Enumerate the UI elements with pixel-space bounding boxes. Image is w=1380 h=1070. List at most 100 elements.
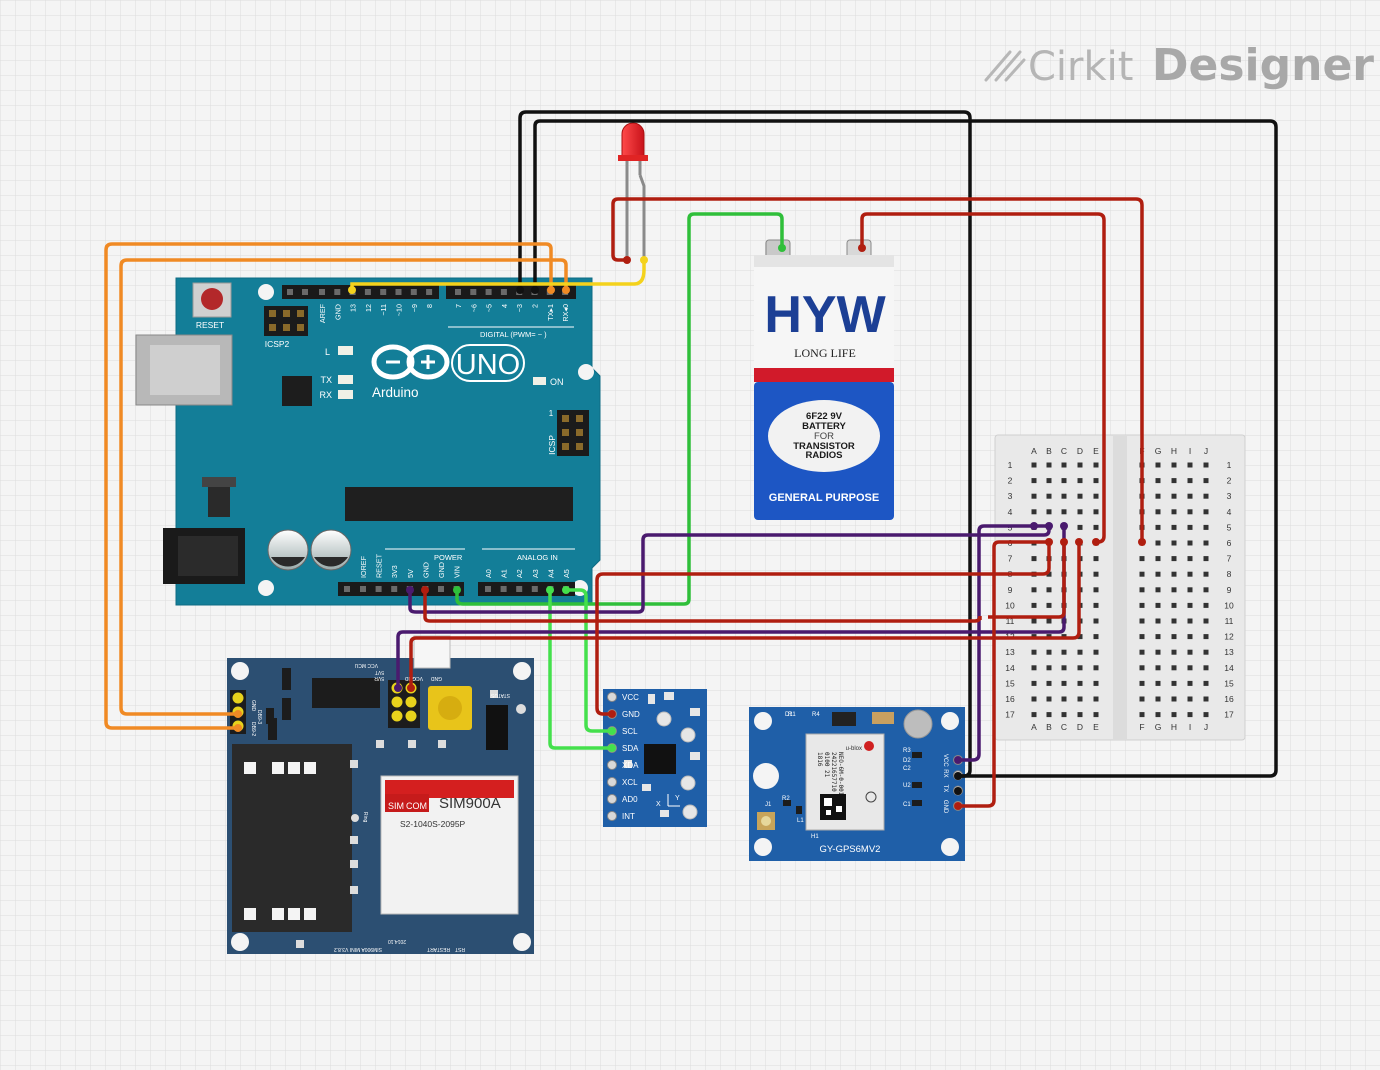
bb-hole[interactable]	[1203, 509, 1209, 515]
bb-hole[interactable]	[1171, 712, 1177, 718]
bb-hole[interactable]	[1061, 462, 1067, 468]
bb-hole[interactable]	[1031, 587, 1037, 593]
bb-hole[interactable]	[1139, 634, 1145, 640]
bb-hole[interactable]	[1203, 478, 1209, 484]
mpu-pin-ad0[interactable]	[607, 794, 617, 804]
bb-hole[interactable]	[1093, 680, 1099, 686]
bb-hole[interactable]	[1061, 712, 1067, 718]
bb-hole[interactable]	[1187, 665, 1193, 671]
bb-hole[interactable]	[1077, 665, 1083, 671]
bb-hole[interactable]	[1203, 649, 1209, 655]
bb-hole[interactable]	[1155, 524, 1161, 530]
bb-hole[interactable]	[1093, 509, 1099, 515]
bb-hole[interactable]	[1155, 696, 1161, 702]
bb-hole[interactable]	[1155, 618, 1161, 624]
pin-b-10[interactable]	[531, 586, 538, 592]
bb-hole[interactable]	[1187, 462, 1193, 468]
pin-b-2[interactable]	[391, 586, 398, 592]
wire-red-gnd-bus[interactable]	[988, 542, 1066, 619]
bb-hole[interactable]	[1031, 602, 1037, 608]
pin-unlabeled-0[interactable]	[287, 289, 293, 295]
bb-hole[interactable]	[1077, 680, 1083, 686]
red-led[interactable]	[618, 122, 648, 260]
bb-hole[interactable]	[1061, 493, 1067, 499]
wire-orange-tx[interactable]	[104, 242, 553, 730]
bb-hole[interactable]	[1203, 462, 1209, 468]
pin-d-7[interactable]	[426, 289, 433, 295]
bb-hole[interactable]	[1171, 665, 1177, 671]
bb-hole[interactable]	[1187, 524, 1193, 530]
bb-hole[interactable]	[1046, 618, 1052, 624]
bb-hole[interactable]	[1046, 509, 1052, 515]
bb-hole[interactable]	[1093, 571, 1099, 577]
bb-hole[interactable]	[1171, 540, 1177, 546]
pin-d-5[interactable]	[395, 289, 402, 295]
bb-hole[interactable]	[1155, 602, 1161, 608]
mpu-pin-xcl[interactable]	[607, 777, 617, 787]
bb-hole[interactable]	[1031, 680, 1037, 686]
bb-hole[interactable]	[1031, 696, 1037, 702]
bb-hole[interactable]	[1187, 649, 1193, 655]
bb-hole[interactable]	[1203, 696, 1209, 702]
pin-b-nc[interactable]	[344, 586, 350, 592]
bb-hole[interactable]	[1077, 478, 1083, 484]
header-top-right[interactable]	[446, 285, 576, 299]
bb-hole[interactable]	[1171, 509, 1177, 515]
bb-hole[interactable]	[1187, 556, 1193, 562]
pin-b-7[interactable]	[485, 586, 491, 592]
bb-hole[interactable]	[1203, 680, 1209, 686]
bb-hole[interactable]	[1093, 462, 1099, 468]
bb-hole[interactable]	[1031, 665, 1037, 671]
reset-button-cap[interactable]	[201, 288, 223, 310]
bb-hole[interactable]	[1187, 540, 1193, 546]
wires[interactable]	[104, 110, 1278, 810]
bb-hole[interactable]	[1093, 696, 1099, 702]
pin-unlabeled-1[interactable]	[302, 289, 308, 295]
icsp-header[interactable]	[557, 410, 589, 456]
bb-hole[interactable]	[1046, 587, 1052, 593]
bb-hole[interactable]	[1203, 634, 1209, 640]
bb-hole[interactable]	[1187, 618, 1193, 624]
bb-hole[interactable]	[1171, 587, 1177, 593]
bb-hole[interactable]	[1171, 493, 1177, 499]
bb-hole[interactable]	[1093, 665, 1099, 671]
bb-hole[interactable]	[1093, 478, 1099, 484]
bb-hole[interactable]	[1046, 493, 1052, 499]
mpu-pin-vcc[interactable]	[607, 692, 617, 702]
wire-lime-scl[interactable]	[566, 588, 612, 733]
bb-hole[interactable]	[1155, 493, 1161, 499]
pin-b-1[interactable]	[375, 586, 382, 592]
bb-hole[interactable]	[1171, 571, 1177, 577]
pin-d-3[interactable]	[364, 289, 371, 295]
gps-module[interactable]: u-blox NEO-6M-0-001 24221657710 0100 21 …	[749, 707, 965, 861]
bb-hole[interactable]	[1155, 634, 1161, 640]
bb-hole[interactable]	[1155, 571, 1161, 577]
pin-d-10[interactable]	[485, 289, 492, 295]
bb-hole[interactable]	[1155, 649, 1161, 655]
bb-hole[interactable]	[1061, 680, 1067, 686]
bb-hole[interactable]	[1187, 478, 1193, 484]
bb-hole[interactable]	[1077, 712, 1083, 718]
bb-hole[interactable]	[1031, 478, 1037, 484]
bb-hole[interactable]	[1187, 634, 1193, 640]
bb-hole[interactable]	[1187, 696, 1193, 702]
wire-red-mpu-gnd[interactable]	[595, 542, 1051, 716]
bb-hole[interactable]	[1061, 696, 1067, 702]
bb-hole[interactable]	[1203, 665, 1209, 671]
bb-hole[interactable]	[1187, 712, 1193, 718]
wire-orange-rx[interactable]	[119, 258, 568, 716]
bb-hole[interactable]	[1093, 649, 1099, 655]
bb-hole[interactable]	[1171, 602, 1177, 608]
bb-hole[interactable]	[1203, 587, 1209, 593]
header-analog[interactable]	[478, 582, 575, 596]
wire-lime-sda[interactable]	[548, 590, 612, 750]
bb-hole[interactable]	[1077, 696, 1083, 702]
wire-red-led-gnd[interactable]	[611, 197, 1144, 542]
battery-9v[interactable]: HYW LONG LIFE 6F22 9V BATTERY FOR TRANSI…	[754, 239, 894, 520]
bb-hole[interactable]	[1093, 556, 1099, 562]
bb-hole[interactable]	[1171, 696, 1177, 702]
pin-d-6[interactable]	[410, 289, 417, 295]
bb-hole[interactable]	[1031, 509, 1037, 515]
bb-hole[interactable]	[1171, 524, 1177, 530]
pin-d-1[interactable]	[334, 289, 341, 295]
